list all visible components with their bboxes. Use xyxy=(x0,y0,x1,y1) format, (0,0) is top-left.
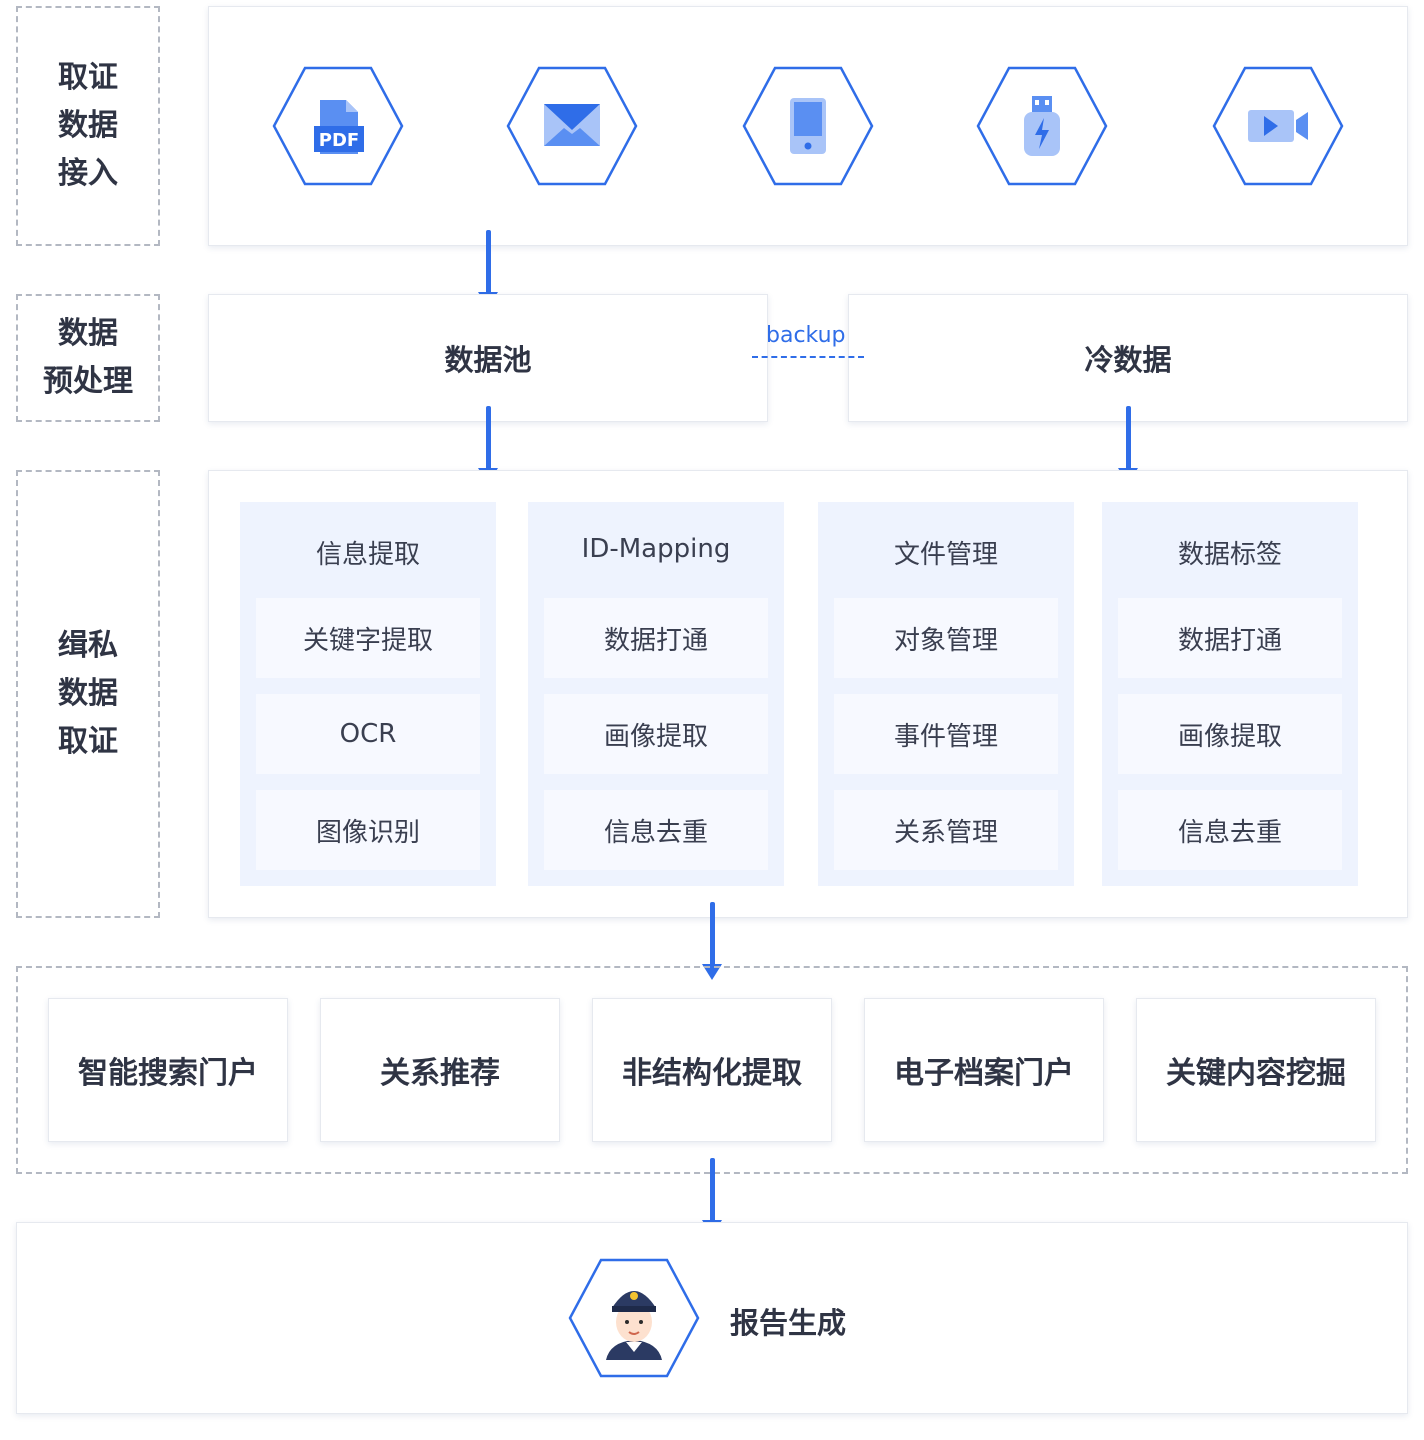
module-item: 关键字提取 xyxy=(256,598,480,678)
backup-link xyxy=(752,356,864,358)
module-item: 图像识别 xyxy=(256,790,480,870)
report-label: 报告生成 xyxy=(730,1306,847,1340)
flow-arrow-forensics xyxy=(702,902,722,980)
pdf-badge: PDF xyxy=(319,130,359,151)
module-item: 数据打通 xyxy=(544,598,768,678)
app-unstructured-extraction: 非结构化提取 xyxy=(592,998,832,1142)
module-item: 事件管理 xyxy=(834,694,1058,774)
module-item: 画像提取 xyxy=(1118,694,1342,774)
module-item: 信息去重 xyxy=(544,790,768,870)
module-title: 数据标签 xyxy=(1177,540,1282,570)
module-title: 文件管理 xyxy=(893,540,998,570)
backup-label: backup xyxy=(766,323,846,348)
module-item: 信息去重 xyxy=(1118,790,1342,870)
video-camera-icon xyxy=(1212,66,1344,186)
stage-label-preprocess: 数据 预处理 xyxy=(16,294,160,422)
usb-drive-icon xyxy=(976,66,1108,186)
pdf-file-icon: PDF xyxy=(272,66,404,186)
stage-label-forensics: 缉私 数据 取证 xyxy=(16,470,160,918)
module-item: 对象管理 xyxy=(834,598,1058,678)
module-id-mapping: ID-Mapping 数据打通 画像提取 信息去重 xyxy=(528,502,784,886)
module-item: 关系管理 xyxy=(834,790,1058,870)
module-title: ID-Mapping xyxy=(581,534,731,564)
officer-avatar-icon xyxy=(568,1258,700,1378)
app-smart-search-portal: 智能搜索门户 xyxy=(48,998,288,1142)
app-e-archive-portal: 电子档案门户 xyxy=(864,998,1104,1142)
data-pool-box: 数据池 xyxy=(208,294,768,422)
cold-data-box: 冷数据 xyxy=(848,294,1408,422)
module-item: 画像提取 xyxy=(544,694,768,774)
stage-label-ingest: 取证 数据 接入 xyxy=(16,6,160,246)
module-data-tagging: 数据标签 数据打通 画像提取 信息去重 xyxy=(1102,502,1358,886)
module-item: OCR xyxy=(256,694,480,774)
module-item: 数据打通 xyxy=(1118,598,1342,678)
module-file-management: 文件管理 对象管理 事件管理 关系管理 xyxy=(818,502,1074,886)
report-panel xyxy=(16,1222,1408,1414)
app-key-content-mining: 关键内容挖掘 xyxy=(1136,998,1376,1142)
module-info-extraction: 信息提取 关键字提取 OCR 图像识别 xyxy=(240,502,496,886)
phone-icon xyxy=(742,66,874,186)
module-title: 信息提取 xyxy=(315,540,420,570)
mail-icon xyxy=(506,66,638,186)
app-relation-recommendation: 关系推荐 xyxy=(320,998,560,1142)
